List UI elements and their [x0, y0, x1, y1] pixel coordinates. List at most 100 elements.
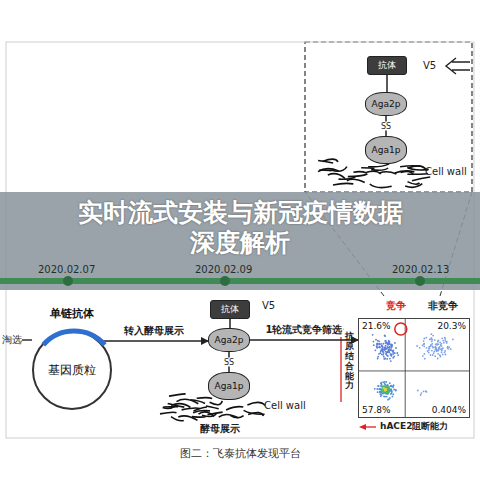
dot: [384, 358, 386, 360]
dot: [386, 348, 388, 350]
dot: [383, 387, 385, 389]
dot: [385, 392, 387, 394]
date-label: 2020.02.13: [392, 264, 449, 275]
dot: [390, 385, 392, 387]
dot: [434, 346, 436, 348]
dot: [384, 396, 386, 398]
fiber: [206, 406, 219, 409]
dot: [376, 388, 378, 390]
dot: [384, 390, 386, 392]
dot: [394, 352, 396, 354]
dot: [424, 353, 426, 355]
dot: [388, 349, 390, 351]
dot: [386, 348, 388, 350]
dot: [389, 390, 391, 392]
dot: [390, 393, 392, 395]
fiber: [163, 406, 176, 409]
dot: [428, 352, 430, 354]
dot: [425, 337, 427, 339]
dot: [393, 356, 395, 358]
dot: [448, 346, 450, 348]
fiber: [353, 172, 367, 173]
fiber: [318, 161, 333, 164]
dot: [379, 388, 381, 390]
dot: [379, 391, 381, 393]
dot: [382, 381, 384, 383]
dot: [379, 346, 381, 348]
dot: [375, 349, 377, 351]
fiber: [407, 173, 428, 175]
dot: [379, 352, 381, 354]
dot: [391, 391, 393, 393]
antibody-box: 抗体: [367, 56, 407, 75]
flow-plot: 21.6%20.3%57.8%0.404%: [358, 318, 470, 418]
dot: [390, 353, 392, 355]
dot: [376, 347, 378, 349]
dot: [428, 349, 430, 351]
dot: [381, 353, 383, 355]
dot: [389, 390, 391, 392]
dot: [383, 392, 385, 394]
date-label: 2020.02.07: [38, 264, 95, 275]
dot: [387, 386, 389, 388]
dot: [390, 354, 392, 356]
dot: [423, 391, 425, 393]
dot: [385, 353, 387, 355]
dot: [386, 358, 388, 360]
dot: [385, 342, 387, 344]
dot: [391, 346, 393, 348]
dot: [393, 389, 395, 391]
dot: [388, 344, 390, 346]
caption-label: 酵母展示: [200, 422, 240, 436]
dot: [385, 388, 387, 390]
dot: [426, 391, 428, 393]
dot: [387, 390, 389, 392]
tag-label: V5: [423, 60, 436, 71]
input-arrow: [446, 58, 470, 74]
fiber: [347, 179, 365, 182]
dot: [429, 339, 431, 341]
dot: [380, 382, 382, 384]
dot: [384, 381, 386, 383]
antibody-label: 抗体: [221, 303, 239, 316]
plasmid-circle: 单链抗体基因质粒: [32, 330, 112, 410]
dot: [380, 349, 382, 351]
dot: [382, 388, 384, 390]
fiber: [210, 401, 223, 405]
dot: [388, 347, 390, 349]
dot: [381, 392, 383, 394]
title: 实时流式安装与新冠疫情数据深度解析: [70, 198, 410, 258]
dot: [386, 389, 388, 391]
dot: [431, 333, 433, 335]
dot: [384, 349, 386, 351]
dot: [442, 347, 444, 349]
fiber: [331, 167, 347, 172]
dot: [384, 390, 386, 392]
dot: [432, 346, 434, 348]
fiber: [379, 172, 396, 174]
fiber: [370, 184, 392, 188]
fiber: [319, 169, 332, 171]
dot: [392, 386, 394, 388]
dot: [381, 390, 383, 392]
edge-label: 1轮流式竞争筛选: [265, 323, 344, 337]
dot: [392, 386, 394, 388]
dot: [390, 360, 392, 362]
step-label: 淘选: [2, 333, 22, 347]
fiber: [160, 412, 177, 414]
dot: [381, 390, 383, 392]
dot: [388, 347, 390, 349]
fiber: [247, 402, 265, 405]
node-heading: 单链抗体: [50, 306, 94, 321]
dot: [432, 354, 434, 356]
fiber: [361, 168, 374, 169]
part-label: Cell wall: [264, 400, 306, 411]
aga2p-box: Aga2p: [365, 92, 407, 116]
dot: [381, 383, 383, 385]
dot: [452, 339, 454, 341]
scatter-dots: [359, 319, 469, 417]
dot: [439, 346, 441, 348]
dot: [384, 340, 386, 342]
dot: [387, 392, 389, 394]
dot: [423, 340, 425, 342]
